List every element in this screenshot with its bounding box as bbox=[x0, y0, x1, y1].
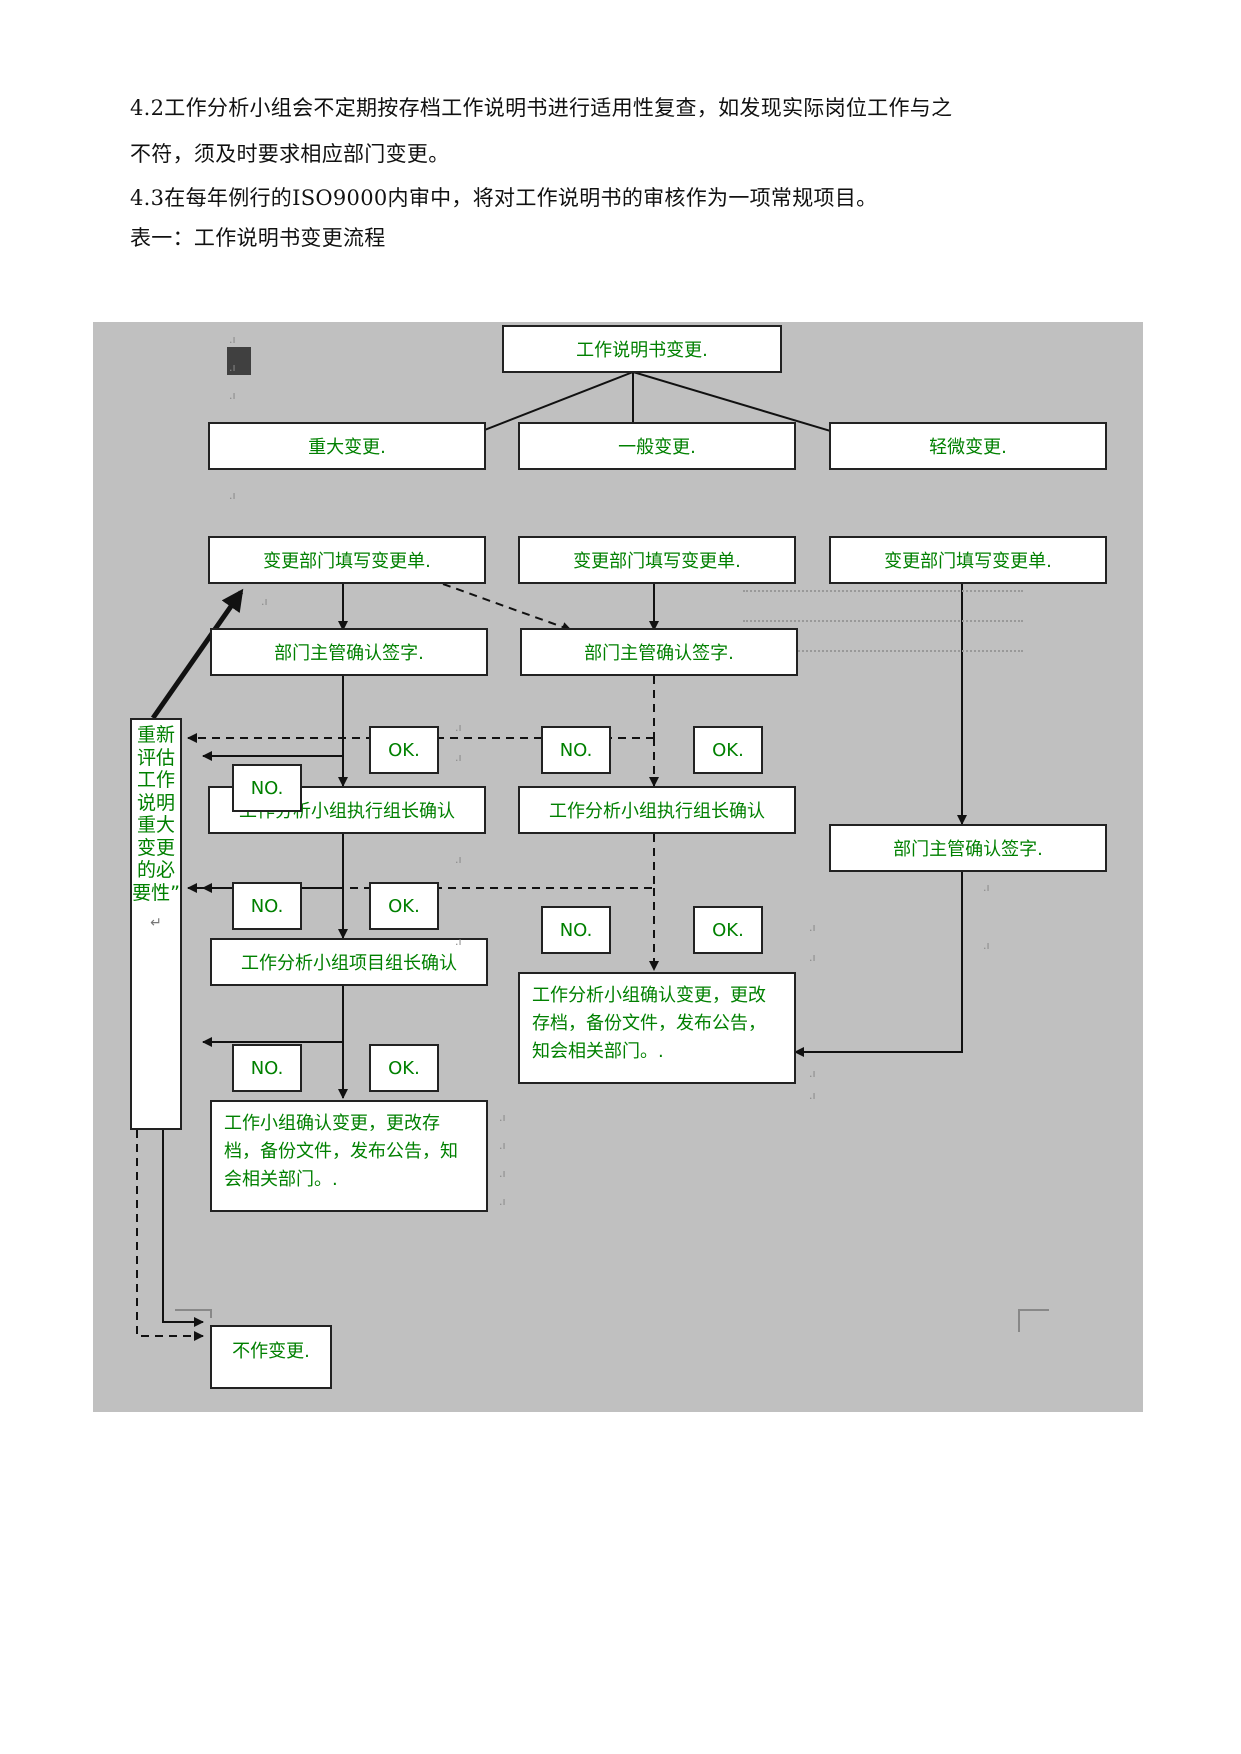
flowchart-canvas: 工作说明书变更. 重大变更. 一般变更. 轻微变更. 变更部门填写变更单. 变更… bbox=[93, 322, 1143, 1412]
box-exec-leader-general[interactable]: 工作分析小组执行组长确认 bbox=[518, 786, 796, 834]
paragraph-mark: .ı bbox=[229, 361, 236, 374]
box-project-leader-major[interactable]: 工作分析小组项目组长确认 bbox=[210, 938, 488, 986]
reassess-tail-mark: ↵ bbox=[150, 915, 162, 931]
box-fill-form-general[interactable]: 变更部门填写变更单. bbox=[518, 536, 796, 584]
table-caption: 表一：工作说明书变更流程 bbox=[130, 226, 386, 250]
paragraph-mark: .ı bbox=[983, 881, 990, 894]
tag-ok: OK. bbox=[369, 726, 439, 774]
tag-no: NO. bbox=[232, 882, 302, 930]
arrow-dashed-form1-to-sign2 bbox=[442, 583, 572, 632]
box-reassess[interactable]: 重新评估工作说明重大变更的必要性” ↵ bbox=[130, 718, 182, 1130]
box-minor-change[interactable]: 轻微变更. bbox=[829, 422, 1107, 470]
box-supervisor-sign-major[interactable]: 部门主管确认签字. bbox=[210, 628, 488, 676]
tag-no: NO. bbox=[541, 906, 611, 954]
paragraph-4-3: 4.3在每年例行的ISO9000内审中，将对工作说明书的审核作为一项常规项目。 bbox=[130, 186, 878, 210]
arrow-reassess-to-form1 bbox=[150, 588, 244, 720]
paragraph-mark: .ı bbox=[455, 721, 462, 734]
paragraph-4-2-line2: 不符，须及时要求相应部门变更。 bbox=[130, 142, 450, 166]
box-fill-form-major[interactable]: 变更部门填写变更单. bbox=[208, 536, 486, 584]
corner-mark-right bbox=[1018, 1309, 1049, 1332]
tag-ok: OK. bbox=[693, 906, 763, 954]
box-major-change[interactable]: 重大变更. bbox=[208, 422, 486, 470]
box-no-change[interactable]: 不作变更. bbox=[210, 1325, 332, 1389]
tag-no: NO. bbox=[541, 726, 611, 774]
tag-ok: OK. bbox=[369, 882, 439, 930]
paragraph-mark: .ı bbox=[455, 935, 462, 948]
paragraph-mark: .ı bbox=[229, 333, 236, 346]
paragraph-4-2-line1: 4.2工作分析小组会不定期按存档工作说明书进行适用性复查，如发现实际岗位工作与之 bbox=[130, 96, 953, 120]
reassess-text: 重新评估工作说明重大变更的必要性” bbox=[132, 724, 180, 904]
arrow-dashed-reassess-to-nochange bbox=[136, 1130, 204, 1341]
arrow-reassess-to-nochange bbox=[162, 1130, 204, 1327]
paragraph-mark: .ı bbox=[229, 489, 236, 502]
tag-no: NO. bbox=[232, 1044, 302, 1092]
paragraph-mark: .ı bbox=[809, 1089, 816, 1102]
paragraph-mark: .ı bbox=[809, 921, 816, 934]
paragraph-mark: .ı bbox=[261, 595, 268, 608]
tag-ok: OK. bbox=[369, 1044, 439, 1092]
paragraph-mark: .ı bbox=[499, 1167, 506, 1180]
box-general-change[interactable]: 一般变更. bbox=[518, 422, 796, 470]
paragraph-mark: .ı bbox=[499, 1111, 506, 1124]
tag-no: NO. bbox=[232, 764, 302, 812]
dotted-guide bbox=[743, 650, 1023, 652]
paragraph-mark: .ı bbox=[499, 1195, 506, 1208]
box-supervisor-sign-minor[interactable]: 部门主管确认签字. bbox=[829, 824, 1107, 872]
paragraph-mark: .ı bbox=[983, 939, 990, 952]
paragraph-mark: .ı bbox=[809, 951, 816, 964]
dotted-guide bbox=[743, 590, 1023, 592]
tag-ok: OK. bbox=[693, 726, 763, 774]
paragraph-mark: .ı bbox=[455, 853, 462, 866]
paragraph-mark: .ı bbox=[229, 389, 236, 402]
arrow-dashed-exec2-no bbox=[187, 834, 655, 893]
corner-mark-left bbox=[175, 1309, 212, 1318]
box-root[interactable]: 工作说明书变更. bbox=[502, 325, 782, 373]
paragraph-mark: .ı bbox=[499, 1139, 506, 1152]
box-final-major[interactable]: 工作小组确认变更，更改存档，备份文件，发布公告，知会相关部门。. bbox=[210, 1100, 488, 1212]
box-supervisor-sign-general[interactable]: 部门主管确认签字. bbox=[520, 628, 798, 676]
paragraph-mark: .ı bbox=[455, 751, 462, 764]
dotted-guide bbox=[743, 620, 1023, 622]
box-final-general[interactable]: 工作分析小组确认变更，更改存档，备份文件，发布公告，知会相关部门。. bbox=[518, 972, 796, 1084]
arrow-sign3-to-final2 bbox=[794, 872, 963, 1057]
dark-marker bbox=[227, 347, 251, 375]
box-fill-form-minor[interactable]: 变更部门填写变更单. bbox=[829, 536, 1107, 584]
paragraph-mark: .ı bbox=[809, 1067, 816, 1080]
